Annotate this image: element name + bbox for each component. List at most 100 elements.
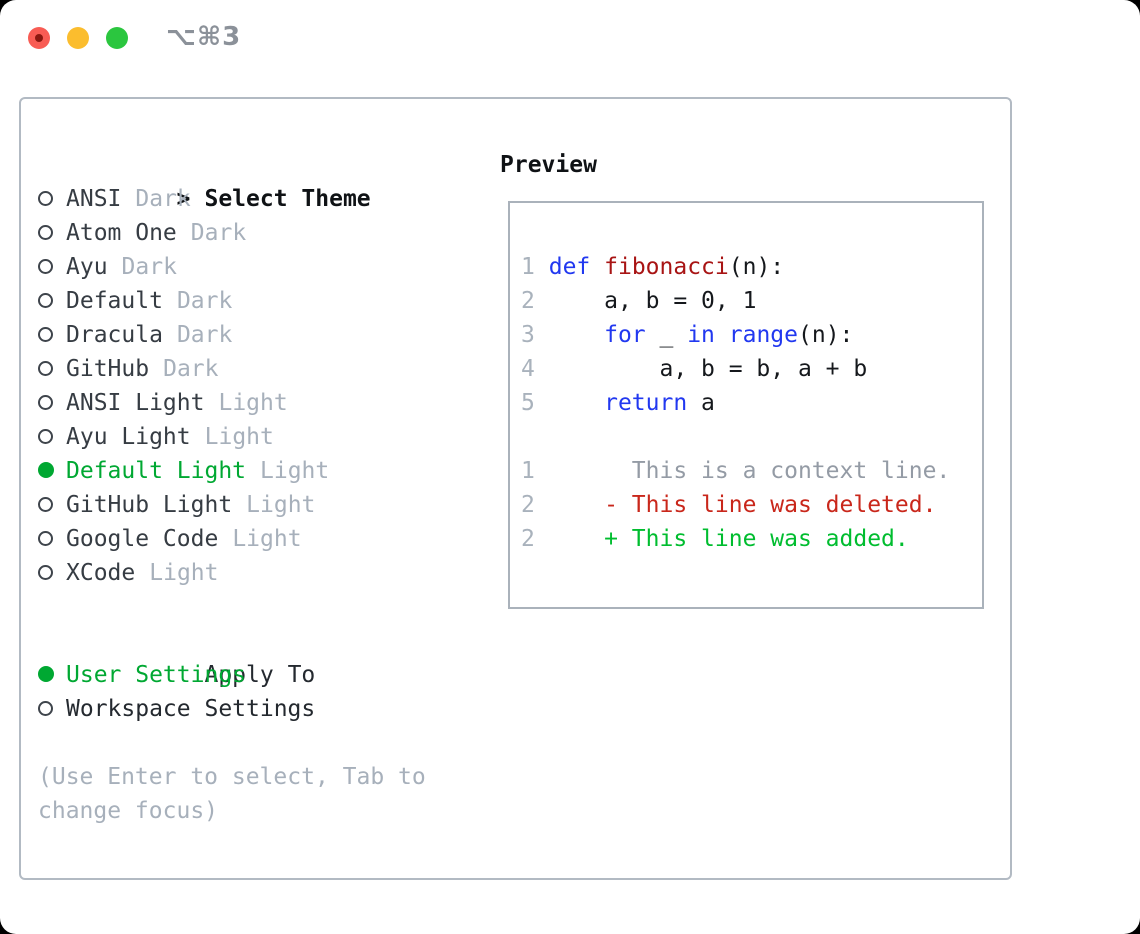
theme-item-ayu-light[interactable]: Ayu Light Light <box>38 420 426 454</box>
hint-text: (Use Enter to select, Tab to change focus… <box>38 760 426 828</box>
code-token-num: 5 <box>521 390 535 416</box>
theme-variant-badge: Dark <box>176 322 233 348</box>
radio-icon <box>38 224 53 240</box>
chevron-right-icon: > <box>176 186 191 212</box>
code-line: 2 a, b = 0, 1 <box>521 284 950 318</box>
theme-name: Ayu <box>66 254 108 280</box>
theme-item-ansi[interactable]: ANSI Dark <box>38 182 426 216</box>
code-token-num: 2 <box>521 492 535 518</box>
code-token-pl: (n): <box>728 254 785 280</box>
code-token-num: 3 <box>521 322 535 348</box>
hint-line: (Use Enter to select, Tab to <box>38 764 426 790</box>
theme-variant-badge: Light <box>149 560 219 586</box>
theme-name: ANSI Light <box>66 390 205 416</box>
code-line: 4 a, b = b, a + b <box>521 352 950 386</box>
radio-selected-icon <box>38 462 54 478</box>
theme-name: Ayu Light <box>66 424 191 450</box>
zoom-button[interactable] <box>106 27 128 49</box>
code-line <box>521 420 950 454</box>
theme-variant-badge: Light <box>232 526 302 552</box>
close-button[interactable] <box>28 27 50 49</box>
code-line: 2 + This line was added. <box>521 522 950 556</box>
code-token-pl: a, b = 0, 1 <box>534 288 757 314</box>
radio-icon <box>38 564 53 580</box>
code-token-del: - This line was deleted. <box>534 492 937 518</box>
code-token-pl: a, b = b, a + b <box>534 356 868 382</box>
apply-to-header-label: Apply To <box>204 662 316 688</box>
preview-title: Preview <box>500 152 597 178</box>
theme-variant-badge: Light <box>246 492 316 518</box>
code-line: 1 def fibonacci(n): <box>521 250 950 284</box>
radio-icon <box>38 292 53 308</box>
select-theme-header: >Select Theme <box>38 148 426 212</box>
code-line: 1 This is a context line. <box>521 454 950 488</box>
code-token-kw: for <box>604 322 646 348</box>
spacer-row <box>38 726 426 760</box>
apply-to-header: Apply To <box>38 624 426 688</box>
radio-icon <box>38 258 53 274</box>
code-token-num: 4 <box>521 356 535 382</box>
code-token-pl: a <box>687 390 715 416</box>
theme-name: GitHub Light <box>66 492 233 518</box>
code-token-add: + This line was added. <box>534 526 909 552</box>
code-token-pl <box>535 254 549 280</box>
code-line: 2 - This line was deleted. <box>521 488 950 522</box>
radio-icon <box>38 326 53 342</box>
code-token-pl: (n): <box>798 322 854 348</box>
radio-icon <box>38 360 53 376</box>
theme-variant-badge: Dark <box>190 220 247 246</box>
theme-variant-badge: Light <box>218 390 288 416</box>
hint-line: change focus) <box>38 798 219 824</box>
theme-name: GitHub <box>66 356 150 382</box>
window-title: ⌥⌘3 <box>166 22 242 52</box>
titlebar: ⌥⌘3 <box>0 0 1140 76</box>
theme-variant-badge: Light <box>204 424 274 450</box>
theme-name: Default <box>66 288 163 314</box>
theme-variant-badge: Dark <box>176 288 233 314</box>
theme-name: ANSI <box>66 186 122 212</box>
radio-icon <box>38 496 53 512</box>
radio-icon <box>38 428 53 444</box>
code-token-pl <box>535 322 604 348</box>
radio-icon <box>38 700 53 716</box>
radio-icon <box>38 190 53 206</box>
theme-item-default[interactable]: Default Dark <box>38 284 426 318</box>
theme-item-atom-one[interactable]: Atom One Dark <box>38 216 426 250</box>
code-token-pl: _ <box>645 322 688 348</box>
code-token-fn: fibonacci <box>604 254 729 280</box>
theme-item-ayu[interactable]: Ayu Dark <box>38 250 426 284</box>
code-token-kw: range <box>728 322 799 348</box>
theme-item-xcode[interactable]: XCode Light <box>38 556 426 590</box>
minimize-button[interactable] <box>67 27 89 49</box>
theme-item-github-light[interactable]: GitHub Light Light <box>38 488 426 522</box>
theme-item-ansi-light[interactable]: ANSI Light Light <box>38 386 426 420</box>
apply-option-user-settings[interactable]: User Settings <box>38 658 426 692</box>
code-token-pl <box>535 390 604 416</box>
code-token-kw: in <box>687 322 715 348</box>
radio-icon <box>38 394 53 410</box>
theme-variant-badge: Dark <box>121 254 177 280</box>
code-line: 5 return a <box>521 386 950 420</box>
code-token-pl <box>715 322 729 348</box>
radio-icon <box>38 530 53 546</box>
theme-item-dracula[interactable]: Dracula Dark <box>38 318 426 352</box>
radio-selected-icon <box>38 666 54 682</box>
code-line: 3 for _ in range(n): <box>521 318 950 352</box>
theme-name: Default Light <box>66 458 247 484</box>
code-token-pl <box>590 254 604 280</box>
theme-name: XCode <box>66 560 136 586</box>
code-token-num: 1 <box>521 458 535 484</box>
theme-name: Dracula <box>66 322 163 348</box>
theme-variant-badge: Dark <box>135 186 191 212</box>
code-token-kw: return <box>604 390 688 416</box>
theme-name: Atom One <box>66 220 177 246</box>
code-token-num: 2 <box>521 288 535 314</box>
apply-option-workspace-settings[interactable]: Workspace Settings <box>38 692 426 726</box>
